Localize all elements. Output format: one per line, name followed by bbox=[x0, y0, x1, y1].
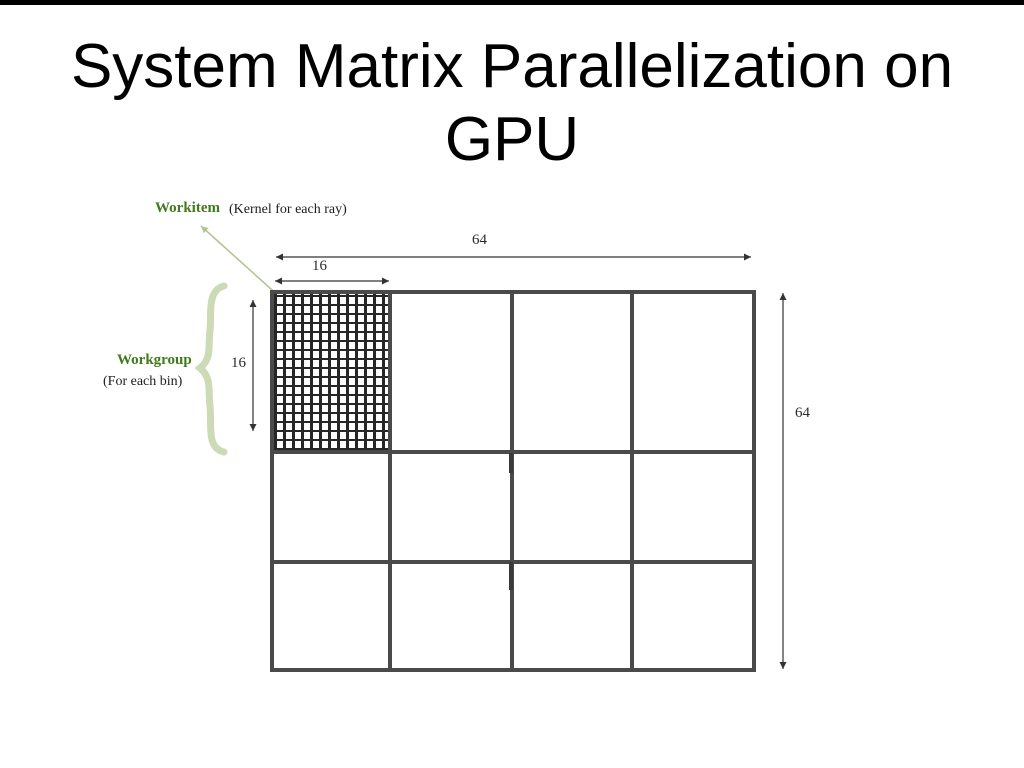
workgroup-brace bbox=[194, 282, 228, 456]
matrix-cell bbox=[390, 292, 512, 452]
workitem-pointer-arrow bbox=[200, 225, 282, 299]
matrix-cell bbox=[632, 562, 754, 670]
dimension-workgroup-width: 16 bbox=[312, 258, 327, 274]
workgroup-cell-hatched bbox=[272, 292, 390, 452]
stray-mark bbox=[509, 453, 513, 473]
slide-top-border bbox=[0, 0, 1024, 5]
matrix-cell bbox=[632, 292, 754, 452]
workgroup-label: Workgroup bbox=[117, 352, 192, 368]
dimension-matrix-width: 64 bbox=[472, 232, 487, 248]
stray-mark bbox=[509, 562, 513, 590]
matrix-cell bbox=[512, 292, 632, 452]
system-matrix-grid bbox=[270, 290, 756, 672]
matrix-cell bbox=[390, 452, 512, 562]
matrix-cell bbox=[390, 562, 512, 670]
matrix-cell bbox=[512, 452, 632, 562]
dimension-workgroup-height: 16 bbox=[231, 355, 246, 371]
workgroup-description: (For each bin) bbox=[103, 374, 183, 389]
matrix-cell bbox=[272, 562, 390, 670]
dimension-matrix-height: 64 bbox=[795, 405, 810, 421]
matrix-cell bbox=[272, 452, 390, 562]
workitem-label: Workitem bbox=[155, 200, 220, 216]
matrix-cell bbox=[632, 452, 754, 562]
workitem-description: (Kernel for each ray) bbox=[229, 202, 347, 217]
matrix-cell bbox=[512, 562, 632, 670]
slide-title: System Matrix Parallelization on GPU bbox=[70, 32, 954, 175]
